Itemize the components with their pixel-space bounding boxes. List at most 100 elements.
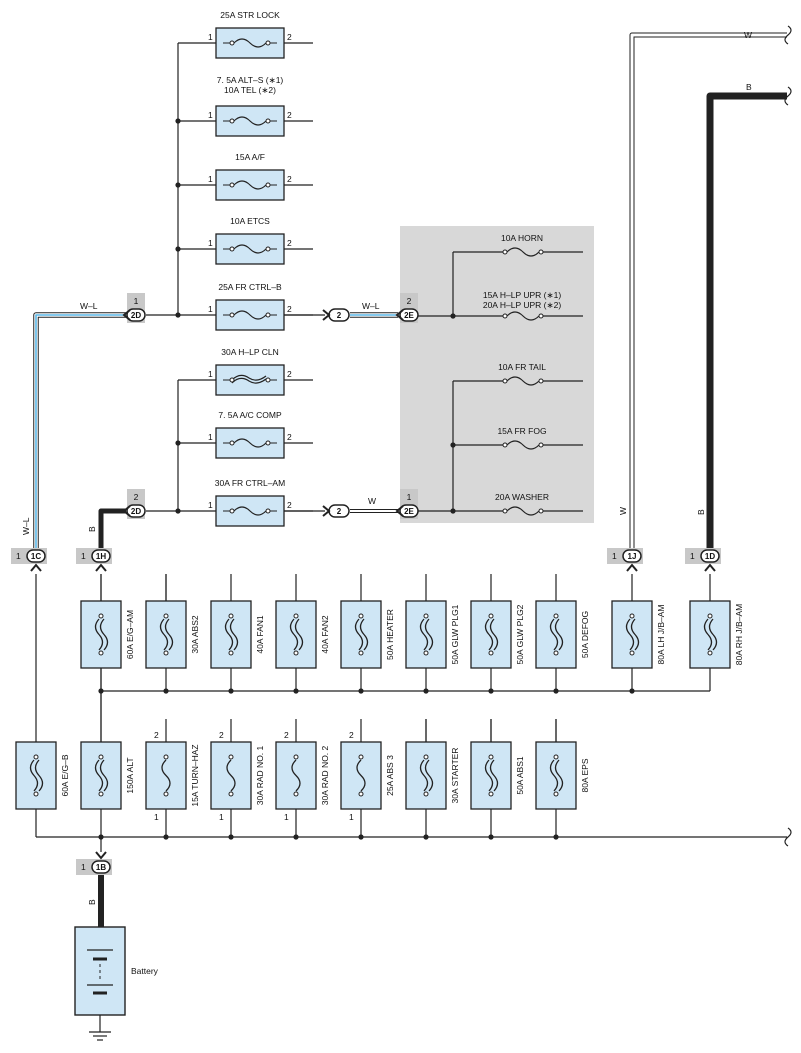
connector-arrow bbox=[95, 851, 107, 860]
fuse-body bbox=[275, 600, 317, 669]
connector-id: 2 bbox=[337, 507, 342, 516]
fuse-label: 15A A/F bbox=[235, 152, 265, 162]
terminal bbox=[629, 650, 635, 656]
connector-body bbox=[91, 860, 111, 874]
connector-arrow bbox=[122, 309, 131, 321]
wire-break-mark bbox=[784, 827, 792, 847]
wire-break-mark bbox=[784, 25, 792, 45]
pin-label: 2 bbox=[287, 304, 292, 314]
fuse-body bbox=[15, 741, 57, 810]
fuse-label: 50A ABS1 bbox=[515, 756, 525, 795]
fuse-icon bbox=[506, 311, 540, 321]
connector-c1J: 1J1 bbox=[607, 548, 643, 572]
connector-body bbox=[700, 549, 720, 563]
junction-dot bbox=[175, 246, 181, 252]
top-fuse: 15A A/F 1 2 bbox=[208, 152, 292, 201]
fuse-label: 50A HEATER bbox=[385, 609, 395, 660]
fuse-label: 15A TURN–HAZ bbox=[190, 744, 200, 806]
fuse-label: 30A H–LP CLN bbox=[221, 347, 279, 357]
fusible-link: 50A DEFOG bbox=[535, 600, 590, 669]
wires bbox=[33, 25, 792, 927]
connector-body bbox=[26, 549, 46, 563]
fusible-link-icon bbox=[549, 759, 559, 792]
fuse-label: 150A ALT bbox=[125, 757, 135, 793]
fuse-icon bbox=[506, 506, 540, 516]
terminal bbox=[502, 378, 508, 384]
pin-label: 2 bbox=[287, 500, 292, 510]
terminal bbox=[229, 118, 235, 124]
fusible-link-icon bbox=[554, 759, 564, 792]
fusible-link: 60A E/G–AM bbox=[80, 600, 135, 669]
pin-label: 1 bbox=[284, 812, 289, 822]
fuse-label: 80A LH J/B–AM bbox=[656, 604, 666, 664]
fuse-body bbox=[470, 741, 512, 810]
terminal bbox=[423, 613, 429, 619]
fusible-link: 50A ABS1 bbox=[470, 741, 525, 810]
connector-id: 1C bbox=[31, 552, 41, 561]
terminal bbox=[98, 613, 104, 619]
pin-label: 1 bbox=[154, 812, 159, 822]
terminal bbox=[228, 754, 234, 760]
pin-label: 2 bbox=[287, 432, 292, 442]
pin-label: 2 bbox=[287, 110, 292, 120]
inline-connector: 2 bbox=[322, 504, 350, 518]
fusible-link-icon bbox=[294, 618, 304, 651]
pin-label: 2 bbox=[287, 32, 292, 42]
junction-dot bbox=[488, 834, 494, 840]
fusible-link: 40A FAN2 bbox=[275, 600, 330, 669]
fusible-link: 50A HEATER bbox=[340, 600, 395, 669]
wire-label-w-1j: W bbox=[618, 507, 628, 515]
pin-label: 2 bbox=[287, 238, 292, 248]
fusible-link-icon bbox=[229, 618, 239, 651]
fusible-link-icon bbox=[159, 618, 169, 651]
terminal bbox=[553, 650, 559, 656]
fusible-link: 40A FAN1 bbox=[210, 600, 265, 669]
fusible-link-icon bbox=[489, 618, 499, 651]
terminal bbox=[423, 754, 429, 760]
pin-label: 1 bbox=[208, 174, 213, 184]
fusible-link: 60A E/G–B bbox=[15, 741, 70, 810]
pin-label: 1 bbox=[349, 812, 354, 822]
battery bbox=[74, 926, 126, 1041]
terminal bbox=[502, 508, 508, 514]
fusible-link: 80A EPS bbox=[535, 741, 590, 810]
terminal bbox=[228, 791, 234, 797]
junction-dot bbox=[553, 834, 559, 840]
fuse-label: 10A ETCS bbox=[230, 216, 270, 226]
pin-label: 2 bbox=[284, 730, 289, 740]
terminal bbox=[163, 791, 169, 797]
fusible-link: 80A LH J/B–AM bbox=[611, 600, 666, 669]
fuse-label: 20A H–LP UPR (∗2) bbox=[483, 300, 561, 310]
junction-dot bbox=[175, 182, 181, 188]
terminal bbox=[358, 791, 364, 797]
relay-box-fuse: 15A H–LP UPR (∗1)20A H–LP UPR (∗2) bbox=[483, 290, 561, 321]
junction-dot bbox=[175, 118, 181, 124]
pin-label: 2 bbox=[287, 174, 292, 184]
fuse-label: 30A FR CTRL–AM bbox=[215, 478, 285, 488]
fuse-label: 40A FAN1 bbox=[255, 615, 265, 654]
connector-pin: 2 bbox=[134, 492, 139, 502]
wire-label-b-top-right: B bbox=[746, 82, 752, 92]
connector-id: 2E bbox=[404, 311, 414, 320]
terminal bbox=[502, 249, 508, 255]
connector-id: 1B bbox=[96, 863, 106, 872]
fuse-icon bbox=[233, 38, 267, 48]
wire-label-b-1h: B bbox=[87, 526, 97, 532]
connector-id: 1J bbox=[628, 552, 637, 561]
fuse-label: 15A FR FOG bbox=[497, 426, 546, 436]
inline-connector: 2 bbox=[322, 308, 350, 322]
terminal bbox=[488, 613, 494, 619]
terminal bbox=[229, 312, 235, 318]
fusible-link-icon bbox=[94, 618, 104, 651]
fusible-link-icon bbox=[29, 759, 39, 792]
fusible-link-icon bbox=[99, 759, 109, 792]
relay-box-fuse: 15A FR FOG bbox=[497, 426, 547, 450]
